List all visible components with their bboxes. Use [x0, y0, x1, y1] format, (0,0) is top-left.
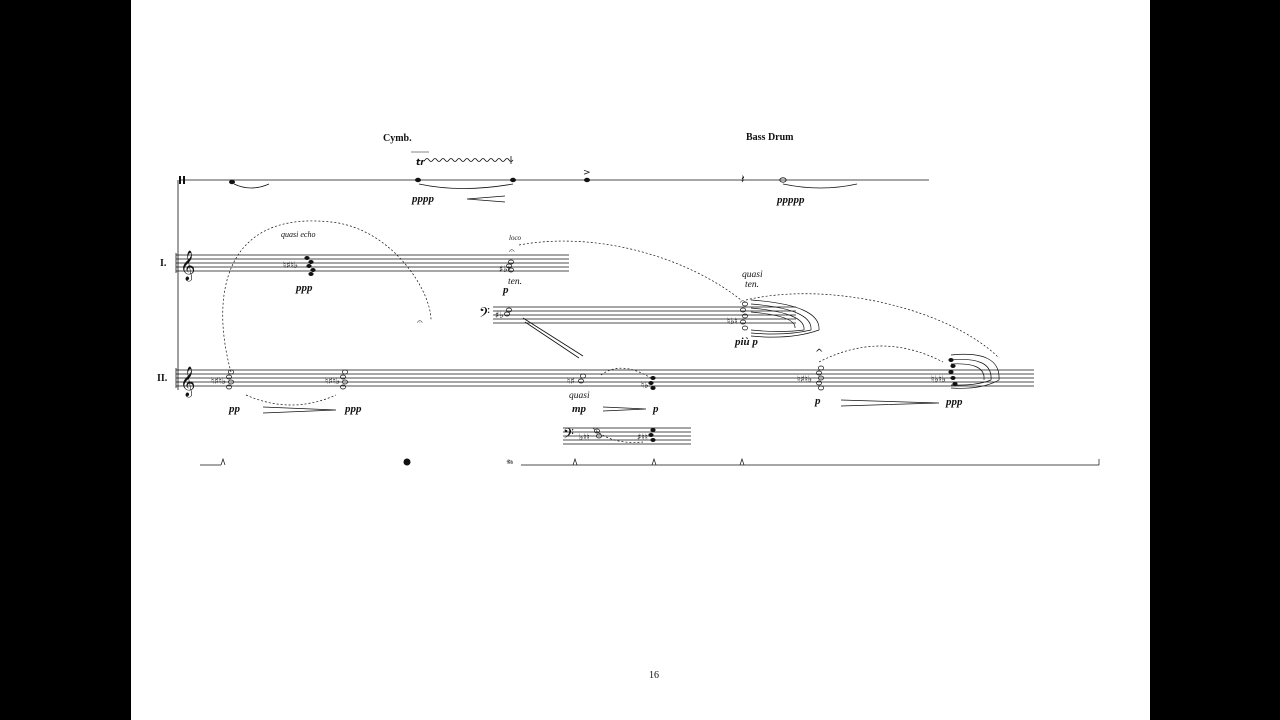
chord: ♮♭: [641, 376, 656, 391]
chord: ♯♭: [495, 307, 512, 321]
dashed-slur: [518, 240, 742, 301]
fermata-icon: 𝄐: [417, 317, 423, 328]
svg-text:𝄽: 𝄽: [741, 172, 745, 186]
chord: ♮♯♮♭: [325, 369, 348, 390]
dynamic-marking: più p: [735, 336, 758, 348]
expression-text: ten.: [745, 280, 759, 290]
notehead: [415, 177, 421, 183]
bass-clef: 𝄢: [479, 305, 490, 325]
dynamic-marking: p: [815, 395, 821, 407]
dynamic-marking: ppp: [296, 282, 313, 294]
hairpin-dim: [262, 406, 337, 414]
notation-canvas: > 𝄽 tr 𝄞 𝄢 𝄞 𝄢 ♮♯♮♭ ♯♭♮: [175, 151, 1100, 470]
svg-text:♮♭: ♮♭: [641, 381, 648, 391]
dashed-slur: [745, 293, 1000, 359]
svg-text:♯♭♮: ♯♭♮: [499, 265, 511, 275]
chord: ♮♭♮♭: [931, 358, 958, 386]
dashed-slur: [245, 394, 337, 406]
chord: ♮♯♮♭: [211, 369, 234, 390]
hairpin-dim: [840, 399, 940, 407]
svg-text:♮♯♮♭: ♮♯♮♭: [283, 261, 298, 271]
dynamic-marking: p: [653, 403, 659, 415]
dynamic-marking: ppppp: [777, 194, 805, 206]
tie: [782, 183, 858, 189]
dynamic-marking: ppp: [946, 396, 963, 408]
svg-text:♮♭♮: ♮♭♮: [727, 317, 738, 327]
svg-text:♮♯♮♭: ♮♯♮♭: [211, 377, 226, 387]
treble-clef: 𝄞: [180, 366, 195, 398]
staff-one-bass-ossia: [493, 306, 796, 324]
staff-name-two: II.: [157, 373, 168, 384]
expression-text: ten.: [508, 277, 522, 287]
tie: [233, 183, 270, 189]
notehead-open: [779, 177, 787, 183]
svg-text:♮♯: ♮♯: [567, 377, 575, 387]
pedal-icon: 𝆮: [505, 457, 514, 470]
fermata-icon: 𝄐: [509, 246, 515, 257]
tie: [418, 183, 514, 189]
dashed-slur: [222, 220, 432, 373]
svg-text:♯♭: ♯♭: [495, 311, 504, 321]
notehead: [229, 179, 235, 185]
fermata-icon: 𝄐: [740, 297, 746, 308]
chord: ♮♯♮♭: [283, 256, 316, 276]
svg-text:♮♯♮♭: ♮♯♮♭: [325, 377, 340, 387]
staff-one-lines: [175, 253, 569, 273]
hairpin-dim: [466, 195, 506, 203]
svg-text:♮♯♮♭: ♮♯♮♭: [797, 375, 812, 385]
svg-text:♯♮♮: ♯♮♮: [637, 433, 648, 443]
dashed-slur: [818, 345, 944, 363]
dynamic-marking: pppp: [412, 193, 434, 205]
chord: ♭♮♮: [579, 428, 602, 443]
expression-text: quasi: [569, 391, 590, 401]
chord: ♮♯: [567, 373, 586, 387]
staff-name-one: I.: [160, 258, 167, 269]
timeline: [200, 457, 1100, 466]
dynamic-marking: ppp: [345, 403, 362, 415]
dynamic-marking: mp: [572, 403, 587, 415]
chord: ♮♭♮: [727, 301, 748, 331]
dynamic-marking: pp: [229, 403, 240, 415]
svg-text:^: ^: [815, 348, 823, 359]
score-page: > 𝄽 tr 𝄞 𝄢 𝄞 𝄢 ♮♯♮♭ ♯♭♮: [131, 0, 1150, 720]
page-number: 16: [649, 670, 659, 681]
expression-text: quasi: [742, 270, 763, 280]
svg-text:tr: tr: [416, 158, 425, 168]
chord: ♮♯♮♭ ^: [797, 348, 824, 391]
notehead: [584, 177, 590, 183]
cue-dot-icon: [403, 458, 411, 466]
instrument-label-bass-drum: Bass Drum: [746, 132, 794, 143]
svg-text:♭♮♮: ♭♮♮: [579, 433, 590, 443]
hairpin-dim: [602, 406, 647, 412]
expression-text: loco: [509, 234, 522, 242]
staff-two-lines: [175, 368, 1034, 388]
chord: ♯♭♮: [499, 259, 514, 275]
instrument-label-cymbal: Cymb.: [383, 133, 412, 144]
staff-two-bass-ossia: [563, 427, 691, 445]
notehead: [510, 177, 516, 183]
svg-text:♮♭♮♭: ♮♭♮♭: [931, 375, 946, 385]
svg-text:>: >: [583, 168, 591, 178]
dynamic-marking: p: [503, 284, 509, 296]
chord: ♯♮♮: [637, 428, 656, 443]
dashed-slur: [592, 427, 644, 443]
trill-line: [424, 158, 514, 162]
treble-clef: 𝄞: [180, 250, 195, 282]
bass-clef: 𝄢: [563, 426, 574, 446]
dashed-slur: [600, 367, 652, 379]
expression-text: quasi echo: [281, 230, 316, 239]
